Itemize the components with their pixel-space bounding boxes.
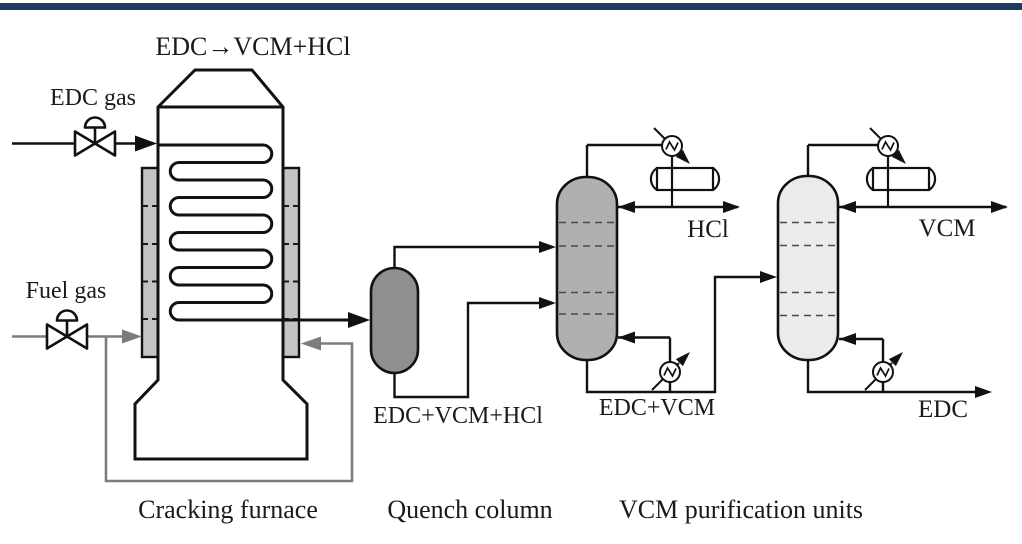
cracking-furnace [133,68,352,461]
vcm-column: VCM EDC [776,127,1008,423]
valve-actuator-icon [83,116,107,129]
furnace-caption: Cracking furnace [138,495,318,524]
quench-bottoms-arrowhead [539,297,556,309]
hcl-bottoms-label: EDC+VCM [599,395,715,421]
valve-body-icon [73,130,97,157]
vcm-column-vessel [776,174,840,362]
reboiler1-utility-arrowhead [675,352,690,367]
hcl-product-label: HCl [687,216,729,243]
purification-caption: VCM purification units [619,495,863,524]
condenser1-coil-icon [665,140,679,152]
valve-body-icon [45,323,69,350]
col2-bottoms-line [806,359,975,394]
col2-feed-arrowhead [760,271,777,283]
col1-boilup-arrowhead [618,331,635,344]
reboiler1-coil-icon [663,366,677,378]
hcl-product-arrowhead [723,201,740,213]
valve-actuator-icon [55,309,79,322]
furnace-shell [133,68,309,461]
quench-vessel [369,266,420,375]
vcm-product-arrowhead [991,201,1008,213]
reaction-title: EDC→VCM+HCl [155,32,350,61]
condenser2-coil-icon [881,140,895,152]
edc-gas-arrowhead [135,135,157,152]
fuel-gas-valve [45,309,89,350]
col1-bottoms-line [585,275,760,394]
reboiler2-coil-icon [876,366,890,378]
edc-gas-valve [73,116,117,157]
hcl-column: HCl EDC+VCM [555,127,777,421]
hcl-column-vessel [555,175,619,362]
edc-recycle-label: EDC [918,396,968,423]
furnace-outlet-arrowhead [348,312,370,328]
reflux-drum-1 [649,166,721,192]
furnace-coil [158,143,352,322]
quench-piping [393,245,540,399]
furnace-wall-left [140,166,160,359]
reboiler2-utility-arrowhead [888,352,903,367]
edc-recycle-arrowhead [975,386,992,398]
reflux-drum-2 [865,166,937,192]
vcm-column-trays [780,221,836,317]
col2-reflux-arrowhead [839,201,856,213]
fuel-gas-label: Fuel gas [26,278,107,304]
edc-gas-label: EDC gas [50,85,136,111]
quench-bottoms-label: EDC+VCM+HCl [373,403,543,429]
col2-boilup-arrowhead [839,333,856,345]
hcl-column-trays [559,221,615,315]
quench-overhead-arrowhead [539,241,556,253]
furnace-wall-right [281,166,301,359]
col1-reflux-arrowhead [618,201,635,213]
edc-gas-feed: EDC gas [12,85,157,157]
quench-caption: Quench column [387,495,552,524]
fuel-gas-feed: Fuel gas [12,278,354,483]
top-rule-bar [0,3,1022,10]
fuel-gas-arrowheads [122,329,321,351]
vcm-product-label: VCM [919,215,976,242]
quench-column: EDC+VCM+HCl [369,241,556,429]
